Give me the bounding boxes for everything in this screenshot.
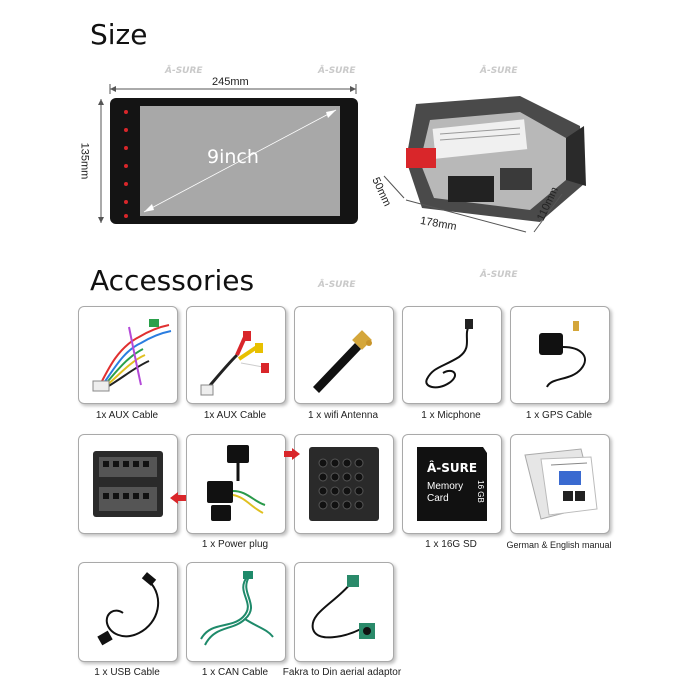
power-plug-tile [186,434,286,534]
aux-cable-tile [78,306,178,404]
rca-cable-tile [186,306,286,404]
memory-card-brand: Â-SURE [427,461,478,475]
chassis-depth-dimension-line [383,175,405,199]
memory-card-line2: Card [427,493,449,504]
power-plug-connector-icon [93,451,163,517]
accessory-label: 1 x 16G SD [425,539,477,550]
watermark: Â-SURE [318,280,356,290]
screen-height-label: 135mm [78,142,91,180]
accessory-label: 1 x wifi Antenna [307,410,379,421]
can-cable-icon [200,571,274,646]
accessory-label: Fakra to Din aerial adaptor [282,667,402,678]
watermark: Â-SURE [318,66,356,76]
usb-cable-icon [97,572,159,646]
fakra-adaptor-tile [294,562,394,662]
manual-tile [510,434,610,534]
head-unit-front-image [110,98,358,224]
can-cable-tile [186,562,286,662]
accessory-label: 1 x GPS Cable [525,410,593,421]
accessory-label: 1 x USB Cable [94,667,160,678]
accessories-heading: Accessories [90,264,255,297]
right-arrow-icon [284,448,300,460]
aux-cable-icon [92,319,172,392]
power-plug-connector-tile [78,434,178,534]
watermark: Â-SURE [480,66,518,76]
microphone-icon [425,319,473,389]
left-arrow-icon [170,492,186,504]
accessory-label: 1 x Power plug [201,539,269,550]
memory-card-tile: Â-SURE Memory Card 16 GB [402,434,502,534]
screen-width-dimension-line [109,84,357,94]
rca-cable-icon [200,331,269,396]
watermark: Â-SURE [165,66,203,76]
chassis-height-dimension-line [533,193,563,233]
watermark: Â-SURE [480,270,518,280]
memory-card-capacity: 16 GB [475,480,485,503]
memory-card-line1: Memory [427,481,464,492]
chassis-width-dimension-line [405,199,527,233]
size-heading: Size [90,18,148,51]
accessory-label: German & English manual [506,540,612,550]
power-plug-icon [207,445,266,521]
wifi-antenna-icon [313,330,372,393]
accessory-label: 1x AUX Cable [203,410,267,421]
chassis-image [370,90,600,240]
screen-width-label: 245mm [212,76,249,88]
wifi-antenna-tile [294,306,394,404]
accessory-label: 1 x CAN Cable [201,667,269,678]
memory-card-icon [417,447,487,521]
usb-cable-tile [78,562,178,662]
accessory-label: 1x AUX Cable [95,410,159,421]
screen-size-label: 9inch [207,146,259,168]
screen-height-dimension-line [98,99,104,223]
fakra-adaptor-icon [311,575,375,639]
accessory-label: 1 x Micphone [421,410,481,421]
gps-cable-tile [510,306,610,404]
din-connector-icon [309,447,379,521]
microphone-tile [402,306,502,404]
din-connector-tile [294,434,394,534]
manual-icon [524,448,598,520]
gps-cable-icon [539,321,586,388]
